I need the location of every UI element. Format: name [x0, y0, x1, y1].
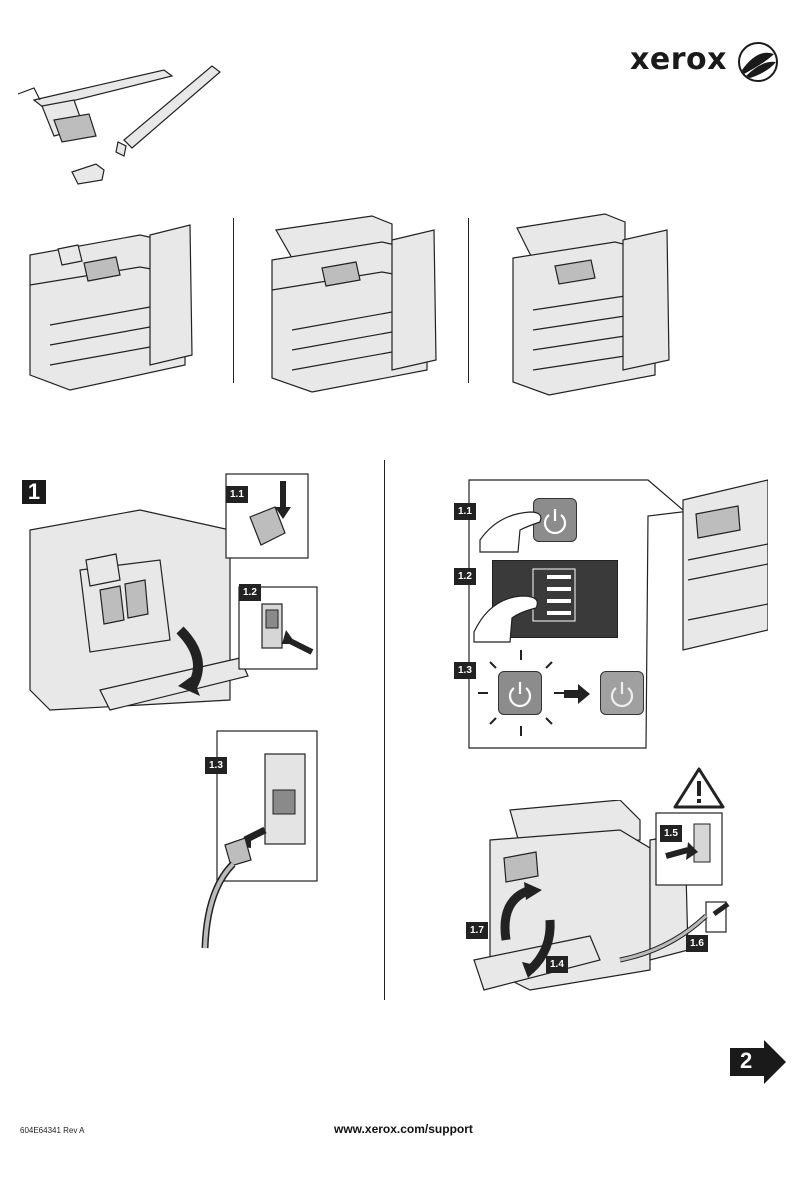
sub-step-label: 1.1: [226, 486, 248, 503]
sub-step-label: 1.7: [466, 922, 488, 939]
next-step-number: 2: [740, 1048, 753, 1073]
power-icon: [610, 682, 634, 708]
power-button-lit: [498, 671, 542, 715]
step-1-badge: 1: [22, 480, 46, 504]
arrow-right-icon: [564, 684, 590, 704]
sub-step-label: 1.2: [454, 568, 476, 585]
sub-step-label: 1.5: [660, 825, 682, 842]
divider: [384, 460, 385, 1000]
support-url[interactable]: www.xerox.com/support: [334, 1122, 473, 1136]
printer-switch-off-unplug-illustration: [473, 800, 730, 991]
sub-step-label: 1.3: [454, 662, 476, 679]
inset-unplug-cord-illustration: [201, 730, 318, 949]
sub-step-label: 1.3: [205, 757, 227, 774]
document-number: 604E64341 Rev A: [20, 1126, 85, 1135]
finger-pressing-illustration: [479, 511, 542, 553]
xerox-sphere-icon: [738, 42, 778, 82]
sub-step-label: 1.1: [454, 503, 476, 520]
power-icon: [543, 509, 567, 535]
sub-step-label: 1.2: [239, 584, 261, 601]
printer-variant-2-illustration: [271, 215, 437, 393]
control-panel-callout-frame: [468, 479, 768, 749]
glow-rays-illustration: [478, 650, 564, 736]
divider: [468, 218, 469, 383]
power-button-off: [600, 671, 644, 715]
inset-power-switch-illustration: [238, 586, 318, 670]
finger-selecting-illustration: [473, 595, 538, 643]
warning-triangle-icon: [673, 767, 725, 809]
sub-step-label: 1.4: [546, 956, 568, 973]
finisher-kit-parts-illustration: [17, 65, 221, 185]
next-step-arrow-icon: [730, 1040, 786, 1084]
sub-step-label: 1.6: [686, 935, 708, 952]
inset-switch-cover-illustration: [225, 473, 309, 559]
brand-logo-text: xerox: [630, 42, 727, 77]
printer-variant-1-illustration: [29, 224, 193, 391]
divider: [233, 218, 234, 383]
printer-front-door-open-illustration: [29, 509, 249, 711]
power-icon: [508, 682, 532, 708]
printer-variant-3-illustration: [512, 213, 670, 396]
